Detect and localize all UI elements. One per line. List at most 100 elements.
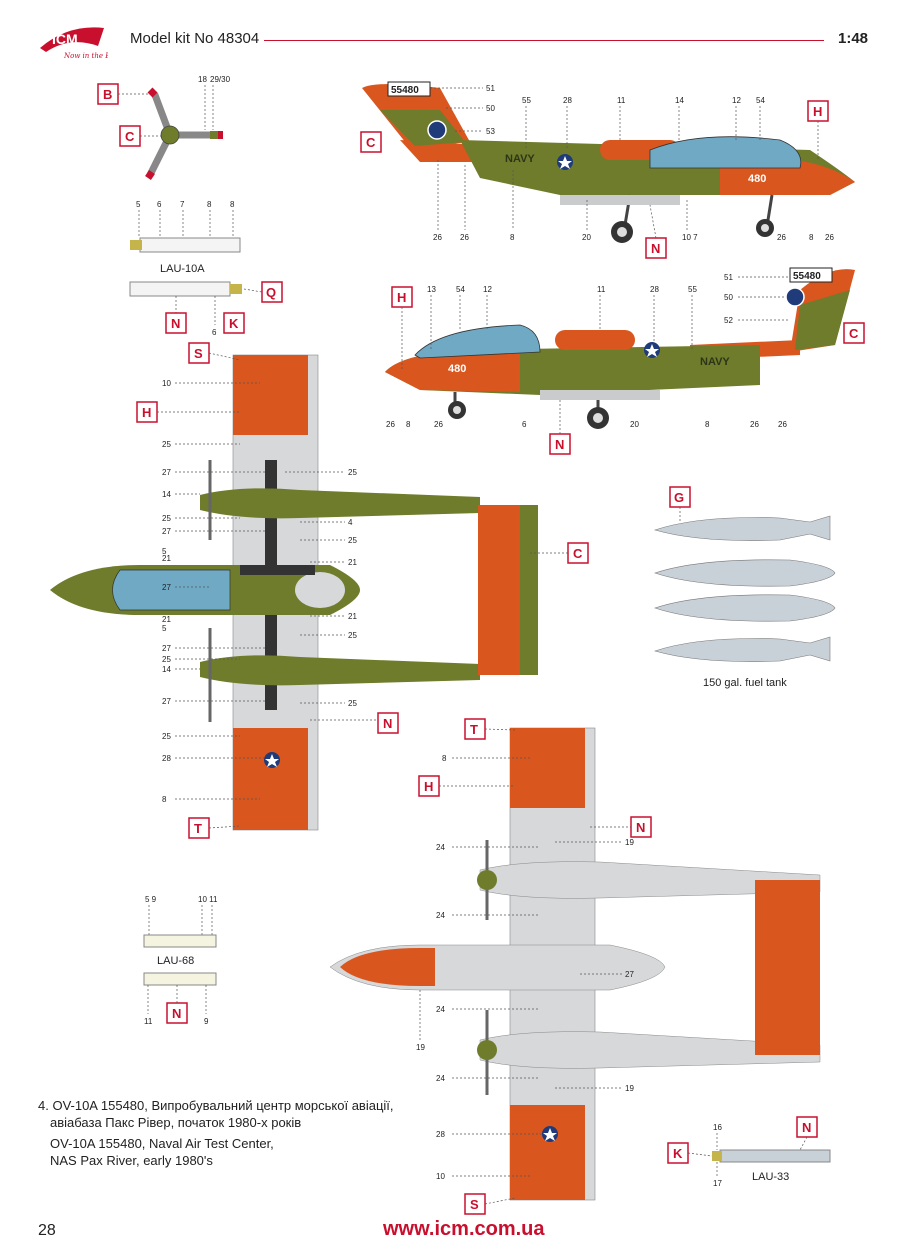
svg-text:N: N bbox=[651, 241, 660, 256]
svg-text:28: 28 bbox=[650, 285, 659, 294]
svg-text:11: 11 bbox=[597, 285, 606, 294]
svg-text:26: 26 bbox=[777, 233, 786, 242]
svg-text:B: B bbox=[103, 87, 112, 102]
svg-text:8: 8 bbox=[207, 200, 212, 209]
svg-text:19: 19 bbox=[416, 1043, 425, 1052]
svg-text:21: 21 bbox=[348, 558, 357, 567]
svg-text:Q: Q bbox=[266, 285, 276, 300]
fuel-tanks: 150 gal. fuel tank bbox=[653, 515, 836, 689]
svg-text:11: 11 bbox=[144, 1017, 153, 1026]
svg-text:14: 14 bbox=[162, 665, 171, 674]
svg-text:54: 54 bbox=[456, 285, 465, 294]
svg-text:26: 26 bbox=[433, 233, 442, 242]
callout-S-top: S bbox=[188, 342, 241, 364]
kit-number: Model kit No 48304 bbox=[130, 30, 260, 47]
svg-text:9: 9 bbox=[204, 1017, 209, 1026]
svg-text:25: 25 bbox=[348, 468, 357, 477]
footer-url[interactable]: www.icm.com.ua bbox=[383, 1218, 545, 1240]
svg-text:G: G bbox=[674, 490, 684, 505]
svg-text:17: 17 bbox=[713, 1179, 722, 1188]
svg-text:25: 25 bbox=[348, 536, 357, 545]
svg-text:26: 26 bbox=[386, 420, 395, 429]
svg-text:21: 21 bbox=[162, 554, 171, 563]
callout-H-side1: H bbox=[807, 100, 829, 160]
bottom-view: 8 24 24 24 24 28 10 19 19 27 19 bbox=[329, 727, 821, 1201]
svg-text:24: 24 bbox=[436, 1005, 445, 1014]
svg-text:C: C bbox=[366, 135, 376, 150]
lau33-pod: 16 17 LAU-33 bbox=[712, 1123, 831, 1188]
svg-text:8: 8 bbox=[442, 754, 447, 763]
callout-C-side2: C bbox=[843, 322, 865, 344]
svg-text:C: C bbox=[573, 546, 583, 561]
side-view-port: 55480 NAVY 480 13 54 12 11 28 55 51 50 5… bbox=[385, 267, 855, 429]
svg-text:ICM: ICM bbox=[52, 31, 78, 47]
svg-text:N: N bbox=[171, 316, 180, 331]
callout-B: B bbox=[97, 83, 150, 105]
svg-text:24: 24 bbox=[436, 1074, 445, 1083]
svg-text:S: S bbox=[194, 346, 203, 361]
svg-text:10: 10 bbox=[436, 1172, 445, 1181]
svg-text:11: 11 bbox=[617, 96, 626, 105]
svg-text:26: 26 bbox=[825, 233, 834, 242]
svg-text:28: 28 bbox=[162, 754, 171, 763]
svg-text:51: 51 bbox=[724, 273, 733, 282]
callout-N-lau68: N bbox=[166, 985, 188, 1024]
svg-text:5: 5 bbox=[162, 547, 167, 556]
callout-N-lau33: N bbox=[796, 1116, 818, 1151]
svg-text:50: 50 bbox=[724, 293, 733, 302]
top-view: 10 25 27 14 25 27 5 21 27 21 5 27 25 14 … bbox=[50, 354, 538, 831]
svg-text:55480: 55480 bbox=[391, 85, 419, 96]
callout-H-side2: H bbox=[391, 286, 413, 370]
callout-N-bottom: N bbox=[590, 816, 652, 838]
svg-text:NAVY: NAVY bbox=[505, 153, 535, 165]
svg-text:S: S bbox=[470, 1197, 479, 1212]
svg-text:C: C bbox=[125, 129, 135, 144]
svg-text:26: 26 bbox=[434, 420, 443, 429]
svg-text:25: 25 bbox=[162, 655, 171, 664]
svg-text:26: 26 bbox=[750, 420, 759, 429]
svg-text:25: 25 bbox=[348, 699, 357, 708]
svg-text:K: K bbox=[673, 1146, 683, 1161]
header-rule bbox=[264, 40, 824, 41]
svg-text:28: 28 bbox=[563, 96, 572, 105]
svg-text:53: 53 bbox=[486, 127, 495, 136]
callout-C-prop: C bbox=[119, 125, 162, 147]
svg-text:T: T bbox=[470, 722, 478, 737]
svg-text:7: 7 bbox=[180, 200, 185, 209]
svg-text:N: N bbox=[802, 1120, 811, 1135]
svg-text:50: 50 bbox=[486, 104, 495, 113]
callout-C-side1: C bbox=[360, 131, 382, 153]
svg-text:N: N bbox=[383, 716, 392, 731]
svg-text:C: C bbox=[849, 326, 859, 341]
svg-text:H: H bbox=[142, 405, 151, 420]
lau68-pod: 5 9 10 11 LAU-68 11 9 bbox=[143, 895, 218, 1026]
svg-text:12: 12 bbox=[483, 285, 492, 294]
svg-text:25: 25 bbox=[162, 514, 171, 523]
svg-text:55480: 55480 bbox=[793, 271, 821, 282]
svg-text:14: 14 bbox=[675, 96, 684, 105]
svg-text:10: 10 bbox=[162, 379, 171, 388]
svg-text:13: 13 bbox=[427, 285, 436, 294]
svg-text:10 11: 10 11 bbox=[198, 895, 218, 904]
svg-text:55: 55 bbox=[522, 96, 531, 105]
svg-text:5: 5 bbox=[162, 624, 167, 633]
caption-ukrainian: 4. OV-10A 155480, Випробувальний центр м… bbox=[38, 1097, 394, 1131]
callout-T-bottom: T bbox=[464, 718, 516, 740]
callout-N-top: N bbox=[310, 712, 399, 734]
svg-text:24: 24 bbox=[436, 911, 445, 920]
svg-text:54: 54 bbox=[756, 96, 765, 105]
svg-text:6: 6 bbox=[157, 200, 162, 209]
scale-label: 1:48 bbox=[838, 30, 869, 47]
svg-text:480: 480 bbox=[448, 363, 466, 375]
svg-text:21: 21 bbox=[348, 612, 357, 621]
svg-text:480: 480 bbox=[748, 173, 766, 185]
svg-text:26: 26 bbox=[778, 420, 787, 429]
svg-text:16: 16 bbox=[713, 1123, 722, 1132]
caption-en-line1: OV-10A 155480, Naval Air Test Center, bbox=[50, 1136, 274, 1151]
svg-text:H: H bbox=[397, 290, 406, 305]
svg-text:K: K bbox=[229, 316, 239, 331]
svg-text:51: 51 bbox=[486, 84, 495, 93]
page-number: 28 bbox=[38, 1222, 56, 1239]
callout-Q: Q bbox=[243, 281, 283, 303]
svg-text:27: 27 bbox=[162, 583, 171, 592]
